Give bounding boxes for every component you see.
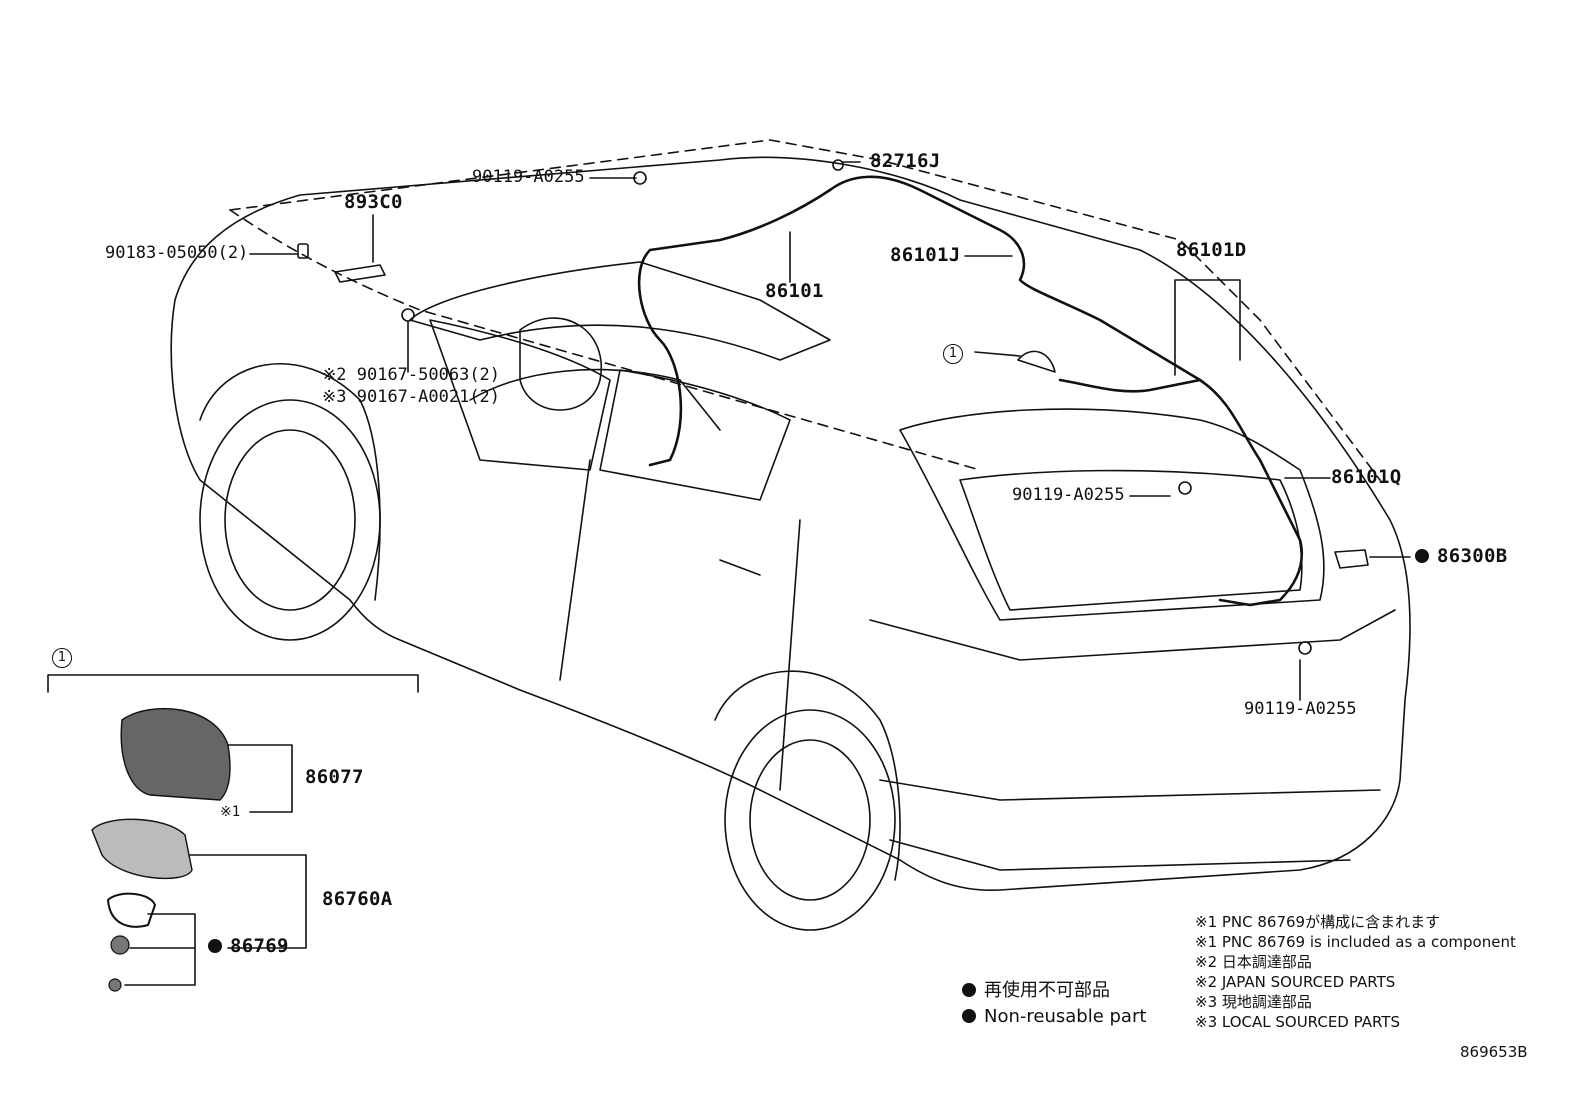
assembly-ref-circle: 1 — [52, 646, 72, 668]
rear-wheel-inner — [749, 739, 871, 901]
tailgate-line — [869, 609, 1396, 661]
note-2-en: ※2 JAPAN SOURCED PARTS — [1195, 973, 1396, 991]
callout-86101q[interactable]: 86101Q — [1331, 466, 1402, 488]
windshield — [409, 261, 831, 361]
assembly-ref-label: 1 — [52, 647, 72, 668]
bolt-90119-bumper — [1298, 641, 1312, 655]
bumper-lower — [889, 839, 1351, 871]
leader-ref1 — [974, 351, 1021, 357]
door-seam — [559, 459, 801, 791]
callout-893c0[interactable]: 893C0 — [344, 191, 403, 213]
callout-86769[interactable]: 86769 — [208, 935, 289, 957]
steering-wheel — [519, 317, 603, 411]
body-outline — [170, 156, 1411, 892]
bumper-line — [879, 779, 1381, 801]
jp-sourced-mark: ※2 — [322, 365, 347, 385]
assembly-leader-86077 — [227, 744, 293, 813]
local-sourced-mark: ※3 — [322, 387, 347, 407]
roof-ghost-dashed-2 — [229, 209, 981, 471]
bracket-893c0 — [334, 264, 386, 283]
callout-90167-local-text: 90167-A0021(2) — [356, 387, 501, 407]
cover-note-mark: ※1 — [220, 804, 241, 820]
legend-non-reusable-en: Non-reusable part — [962, 1006, 1146, 1028]
leader-86101d — [1174, 279, 1241, 376]
legend-dot — [962, 1009, 976, 1023]
harness-front-run — [637, 188, 832, 467]
callout-bolt-rear-glass[interactable]: 90119-A0255 — [1012, 485, 1125, 505]
callout-86760a[interactable]: 86760A — [322, 888, 393, 910]
callout-86300b-text: 86300B — [1437, 545, 1508, 567]
bolt-90119-top — [633, 171, 647, 185]
callout-90167-jp[interactable]: ※2 90167-50063(2) — [322, 366, 500, 384]
legend-dot — [962, 983, 976, 997]
assembly-bracket — [47, 674, 419, 693]
screw-86769 — [108, 978, 122, 992]
rear-wheel — [724, 709, 896, 931]
nut-86769 — [110, 935, 130, 955]
bolt-90119-glass — [1178, 481, 1192, 495]
roof-ghost-dashed — [229, 139, 1381, 481]
callout-86300b[interactable]: 86300B — [1415, 545, 1508, 567]
door-handle — [719, 559, 761, 576]
rear-window-inner — [959, 469, 1303, 611]
note-3-en: ※3 LOCAL SOURCED PARTS — [1195, 1013, 1400, 1031]
legend-en-text: Non-reusable part — [984, 1006, 1147, 1027]
legend-ja-text: 再使用不可部品 — [984, 980, 1110, 1001]
rear-wheel-arch — [714, 670, 901, 881]
callout-86101[interactable]: 86101 — [765, 280, 824, 302]
callout-bolt-top[interactable]: 90119-A0255 — [472, 167, 585, 187]
amp-86300b — [1334, 549, 1369, 569]
front-door-window — [429, 319, 611, 471]
callout-90167-jp-text: 90167-50063(2) — [356, 365, 501, 385]
callout-86077[interactable]: 86077 — [305, 766, 364, 788]
note-2-ja: ※2 日本調達部品 — [1195, 953, 1312, 971]
rear-door-window — [599, 369, 791, 501]
gasket-86769 — [106, 892, 157, 928]
callout-86101j[interactable]: 86101J — [890, 244, 961, 266]
note-1-en: ※1 PNC 86769 is included as a component — [1195, 933, 1516, 951]
callout-bolt-bumper[interactable]: 90119-A0255 — [1244, 699, 1357, 719]
callout-90183[interactable]: 90183-05050(2) — [105, 243, 249, 263]
callout-82716j[interactable]: 82716J — [870, 150, 941, 172]
callout-86769-text: 86769 — [230, 935, 289, 957]
ref-circle-label: 1 — [943, 343, 963, 364]
bolt-90167 — [401, 308, 415, 322]
front-wheel-arch — [199, 363, 381, 601]
non-reusable-dot — [208, 939, 222, 953]
front-wheel-inner — [224, 429, 356, 611]
assembly-leader-86760a — [189, 854, 307, 949]
non-reusable-dot — [1415, 549, 1429, 563]
clip-82716j — [832, 159, 844, 171]
antenna-body-86760a — [91, 818, 193, 880]
antenna-base-ref1 — [1017, 350, 1056, 373]
antenna-harness — [828, 175, 1304, 607]
callout-90167-local[interactable]: ※3 90167-A0021(2) — [322, 388, 500, 406]
note-1-ja: ※1 PNC 86769が構成に含まれます — [1195, 913, 1441, 931]
legend-non-reusable-ja: 再使用不可部品 — [962, 980, 1110, 1002]
rear-window — [899, 408, 1325, 621]
note-3-ja: ※3 現地調達部品 — [1195, 993, 1312, 1011]
shark-fin-cover-86077 — [120, 708, 231, 801]
ref-circle-1: 1 — [943, 342, 963, 364]
harness-roof-branch — [1058, 378, 1202, 393]
dashboard — [469, 368, 721, 431]
diagram-code: 869653B — [1460, 1043, 1528, 1061]
clip-90183 — [297, 243, 309, 259]
assembly-leader-86769 — [124, 913, 196, 986]
callout-86101d[interactable]: 86101D — [1176, 239, 1247, 261]
